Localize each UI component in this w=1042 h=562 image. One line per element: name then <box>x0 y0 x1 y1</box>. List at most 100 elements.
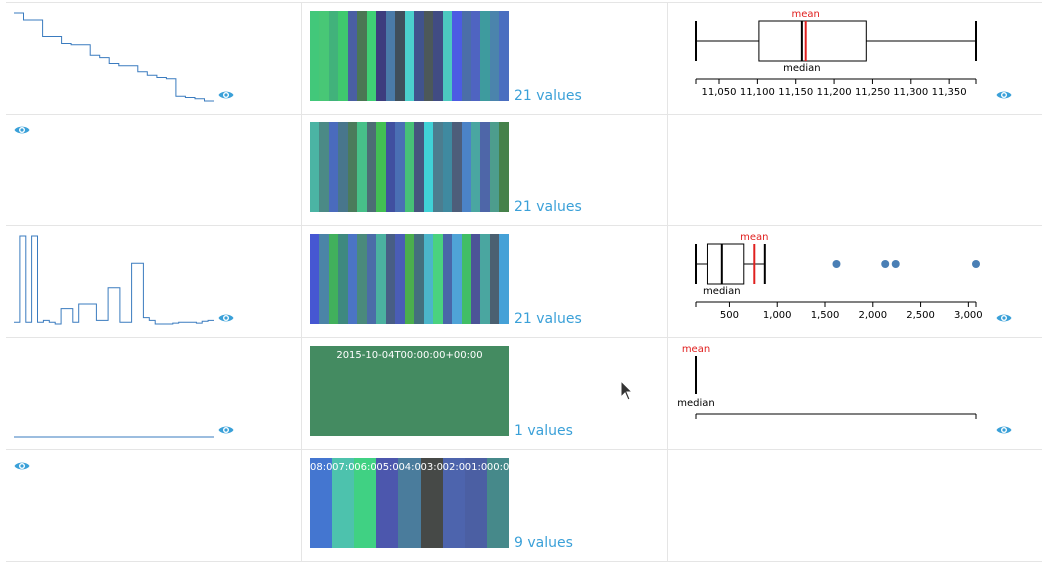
outlier-point <box>891 260 900 268</box>
value-bar[interactable] <box>433 122 443 212</box>
boxplot-cell <box>668 114 1042 225</box>
value-bar[interactable] <box>423 11 434 101</box>
eye-icon[interactable] <box>14 460 30 472</box>
value-bar[interactable] <box>395 234 405 324</box>
value-count-link[interactable]: 9 values <box>514 535 573 551</box>
value-bar[interactable]: 04:00 <box>398 458 421 548</box>
value-count-link[interactable]: 1 values <box>514 423 573 439</box>
value-bar[interactable] <box>404 122 415 212</box>
value-bar[interactable]: 01:00 <box>464 458 487 548</box>
axis-tick-label: 11,200 <box>817 87 852 98</box>
value-bar[interactable] <box>395 122 405 212</box>
value-bar[interactable] <box>442 11 453 101</box>
value-bar[interactable] <box>357 122 367 212</box>
value-bar[interactable] <box>489 122 500 212</box>
value-bar-label: 02:00 <box>442 462 465 473</box>
value-bar[interactable]: 05:00 <box>376 458 399 548</box>
value-bar[interactable] <box>414 11 424 101</box>
value-bar[interactable] <box>404 11 415 101</box>
value-bar[interactable] <box>376 234 386 324</box>
value-bar[interactable] <box>385 122 396 212</box>
value-bar[interactable] <box>470 122 481 212</box>
eye-icon[interactable] <box>996 424 1012 436</box>
value-bar-label: 06:00 <box>354 462 377 473</box>
value-bar[interactable] <box>385 11 396 101</box>
value-bar[interactable] <box>338 11 348 101</box>
value-bar[interactable] <box>385 234 396 324</box>
value-bar[interactable] <box>423 122 434 212</box>
value-bar[interactable] <box>338 122 348 212</box>
value-bar-label: 04:00 <box>398 462 421 473</box>
value-bar[interactable]: 2015-10-04T00:00:00+00:00 <box>310 346 509 436</box>
value-bar[interactable] <box>461 11 471 101</box>
value-bar[interactable] <box>319 11 329 101</box>
sparkline-path <box>14 235 214 325</box>
value-bar[interactable] <box>499 11 509 101</box>
value-bar[interactable] <box>310 234 320 324</box>
eye-icon[interactable] <box>218 89 234 101</box>
value-bar[interactable] <box>395 11 405 101</box>
value-bar[interactable] <box>328 234 339 324</box>
value-bar[interactable] <box>347 234 358 324</box>
outlier-point <box>832 260 841 268</box>
eye-icon[interactable] <box>996 89 1012 101</box>
value-bar[interactable] <box>480 122 490 212</box>
value-bar[interactable] <box>328 11 339 101</box>
value-bar[interactable] <box>347 11 358 101</box>
value-bar[interactable] <box>423 234 434 324</box>
value-count-link[interactable]: 21 values <box>514 199 582 215</box>
value-count-link[interactable]: 21 values <box>514 311 582 327</box>
value-bar[interactable] <box>338 234 348 324</box>
value-bar[interactable] <box>480 11 490 101</box>
value-bar[interactable] <box>366 11 377 101</box>
value-bar[interactable]: 00:00 <box>486 458 509 548</box>
axis-tick-label: 500 <box>720 310 739 321</box>
value-bar[interactable] <box>470 234 481 324</box>
outlier-point <box>972 260 980 268</box>
value-bar[interactable] <box>433 234 443 324</box>
value-bar[interactable] <box>489 11 500 101</box>
eye-icon[interactable] <box>996 312 1012 324</box>
axis-tick-label: 3,000 <box>954 310 983 321</box>
value-bar[interactable] <box>433 11 443 101</box>
value-bar[interactable]: 08:00 <box>310 458 333 548</box>
value-bar[interactable]: 02:00 <box>442 458 465 548</box>
value-bar[interactable] <box>376 122 386 212</box>
value-bar[interactable] <box>499 122 509 212</box>
value-bar[interactable]: 07:00 <box>332 458 355 548</box>
value-bar[interactable] <box>347 122 358 212</box>
value-bar[interactable] <box>452 122 462 212</box>
value-bar[interactable] <box>404 234 415 324</box>
value-bar[interactable]: 06:00 <box>354 458 377 548</box>
value-bar[interactable] <box>442 122 453 212</box>
value-bar[interactable] <box>461 234 471 324</box>
value-bar[interactable] <box>452 11 462 101</box>
value-bar[interactable] <box>452 234 462 324</box>
value-count-link[interactable]: 21 values <box>514 88 582 104</box>
value-bar[interactable] <box>319 122 329 212</box>
value-bar-label: 01:00 <box>464 462 487 473</box>
value-bar[interactable] <box>442 234 453 324</box>
value-bar[interactable] <box>489 234 500 324</box>
value-bar[interactable] <box>480 234 490 324</box>
value-bar[interactable] <box>328 122 339 212</box>
value-bar[interactable] <box>461 122 471 212</box>
value-bar[interactable]: 03:00 <box>420 458 443 548</box>
value-bar[interactable] <box>357 11 367 101</box>
eye-icon[interactable] <box>218 312 234 324</box>
value-bar[interactable] <box>357 234 367 324</box>
eye-icon[interactable] <box>218 424 234 436</box>
value-bar[interactable] <box>499 234 509 324</box>
value-bar[interactable] <box>366 122 377 212</box>
value-bar[interactable] <box>319 234 329 324</box>
value-bar[interactable] <box>366 234 377 324</box>
value-bar[interactable] <box>310 122 320 212</box>
eye-icon[interactable] <box>14 124 30 136</box>
value-bar[interactable] <box>470 11 481 101</box>
value-bar[interactable] <box>376 11 386 101</box>
value-bar[interactable] <box>414 234 424 324</box>
value-bar[interactable] <box>310 11 320 101</box>
value-bar[interactable] <box>414 122 424 212</box>
